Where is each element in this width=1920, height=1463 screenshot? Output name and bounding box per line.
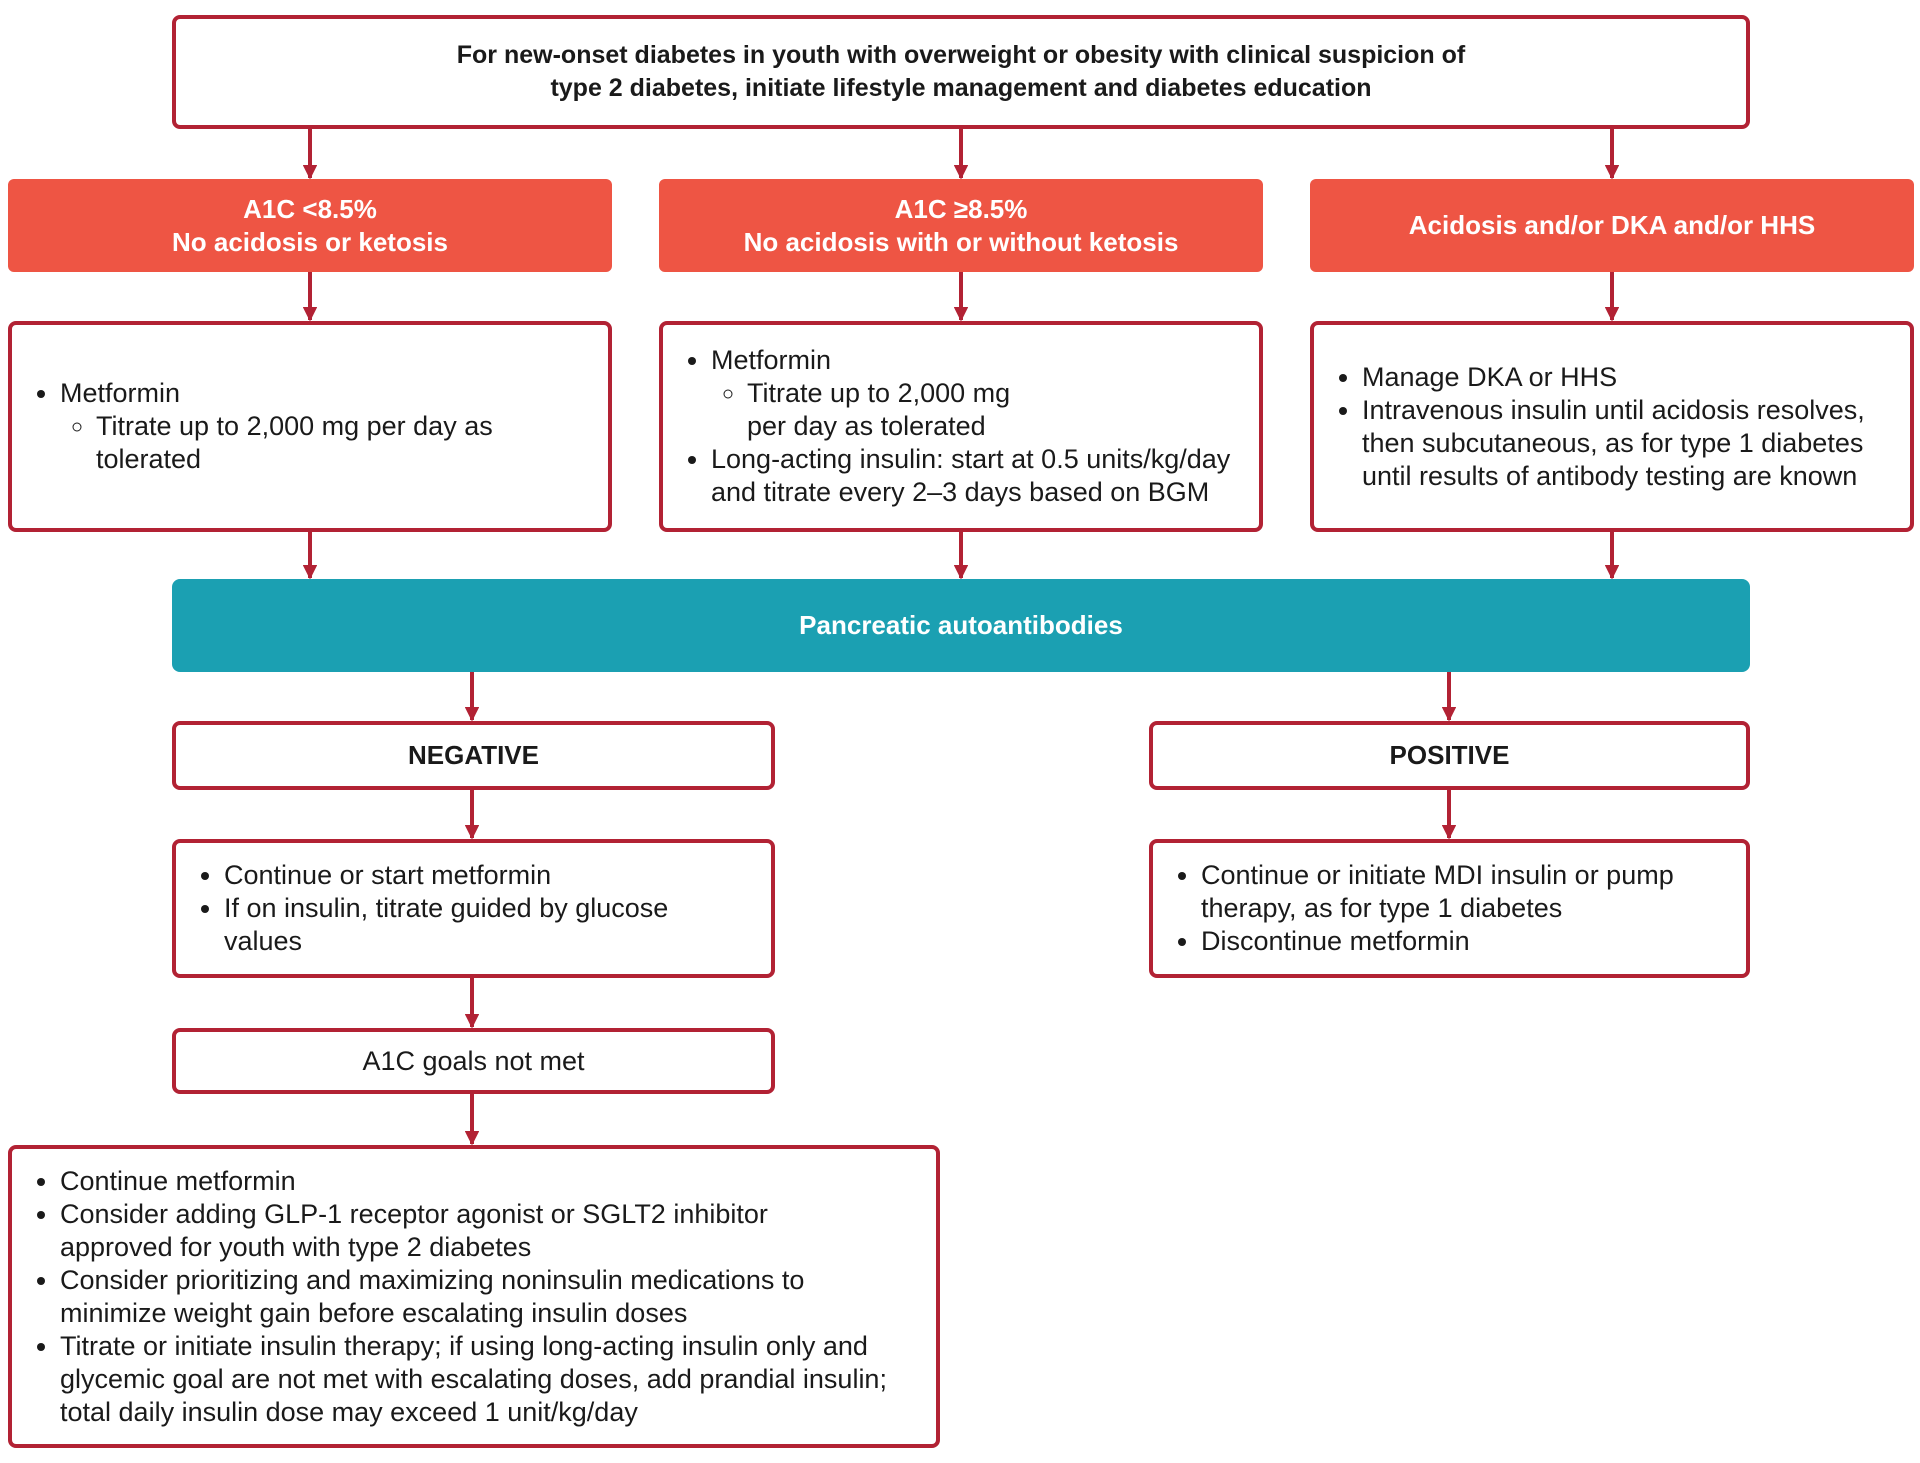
list-item: Long-acting insulin: start at 0.5 units/… <box>711 443 1245 509</box>
manage-dka-item: Manage DKA or HHS <box>1362 361 1618 392</box>
continue-metformin-item: Continue metformin <box>60 1165 296 1196</box>
negative-label: NEGATIVE <box>408 740 539 770</box>
list-item: Manage DKA or HHS <box>1362 361 1904 394</box>
left-branch-title2: No acidosis or ketosis <box>172 226 448 257</box>
list-item: Metformin Titrate up to 2,000 mg per day… <box>60 377 568 476</box>
iv-insulin-item: Intravenous insulin until acidosis resol… <box>1362 394 1865 491</box>
continue-metformin-item: Continue or start metformin <box>224 860 552 890</box>
prioritize-item: Consider prioritizing and maximizing non… <box>60 1264 805 1328</box>
positive-list: Continue or initiate MDI insulin or pump… <box>1149 839 1750 978</box>
insulin-titrate-item: If on insulin, titrate guided by glucose… <box>224 893 669 956</box>
list-item: Titrate up to 2,000 mg per day as tolera… <box>747 377 1245 443</box>
metformin-item: Metformin <box>60 378 181 408</box>
list-item: Metformin Titrate up to 2,000 mg per day… <box>711 344 1245 443</box>
list-item: Intravenous insulin until acidosis resol… <box>1362 394 1904 493</box>
middle-branch-title1: A1C ≥8.5% <box>894 193 1028 224</box>
titrate-item: Titrate up to 2,000 mg per day as tolera… <box>747 378 1011 441</box>
initial-management-line1: For new-onset diabetes in youth with ove… <box>456 41 1466 69</box>
list-item: Discontinue metformin <box>1201 925 1710 958</box>
list-item: If on insulin, titrate guided by glucose… <box>224 892 731 958</box>
autoantibodies-label: Pancreatic autoantibodies <box>799 610 1123 640</box>
middle-branch-list: Metformin Titrate up to 2,000 mg per day… <box>659 321 1263 532</box>
glp1-item: Consider adding GLP-1 receptor agonist o… <box>60 1198 768 1262</box>
initial-management-box: For new-onset diabetes in youth with ove… <box>172 15 1750 129</box>
middle-branch-header: A1C ≥8.5% No acidosis with or without ke… <box>659 179 1263 272</box>
right-branch-header: Acidosis and/or DKA and/or HHS <box>1310 179 1914 272</box>
escalation-list: Continue metformin Consider adding GLP-1… <box>8 1145 940 1448</box>
right-branch-title: Acidosis and/or DKA and/or HHS <box>1408 210 1816 240</box>
negative-list: Continue or start metformin If on insuli… <box>172 839 775 978</box>
list-item: Continue or start metformin <box>224 859 731 892</box>
middle-branch-title2: No acidosis with or without ketosis <box>743 226 1179 257</box>
positive-box: POSITIVE <box>1149 721 1750 790</box>
left-branch-header: A1C <8.5% No acidosis or ketosis <box>8 179 612 272</box>
list-item: Continue or initiate MDI insulin or pump… <box>1201 859 1710 925</box>
long-acting-insulin-item: Long-acting insulin: start at 0.5 units/… <box>711 444 1231 507</box>
metformin-item: Metformin <box>711 345 832 375</box>
list-item: Titrate or initiate insulin therapy; if … <box>60 1330 920 1429</box>
autoantibodies-bar: Pancreatic autoantibodies <box>172 579 1750 672</box>
positive-label: POSITIVE <box>1389 740 1510 770</box>
a1c-goals-box: A1C goals not met <box>172 1028 775 1094</box>
discontinue-metformin-item: Discontinue metformin <box>1201 926 1470 956</box>
list-item: Consider prioritizing and maximizing non… <box>60 1264 920 1330</box>
list-item: Titrate up to 2,000 mg per day as tolera… <box>96 410 568 476</box>
mdi-insulin-item: Continue or initiate MDI insulin or pump… <box>1201 860 1674 923</box>
titrate-insulin-item: Titrate or initiate insulin therapy; if … <box>60 1330 887 1427</box>
list-item: Continue metformin <box>60 1165 920 1198</box>
initial-management-line2: type 2 diabetes, initiate lifestyle mana… <box>550 74 1372 102</box>
titrate-item: Titrate up to 2,000 mg per day as tolera… <box>96 411 493 474</box>
negative-box: NEGATIVE <box>172 721 775 790</box>
a1c-goals-label: A1C goals not met <box>362 1045 585 1076</box>
left-branch-list: Metformin Titrate up to 2,000 mg per day… <box>8 321 612 532</box>
right-branch-list: Manage DKA or HHS Intravenous insulin un… <box>1310 321 1914 532</box>
left-branch-title1: A1C <8.5% <box>243 193 377 224</box>
list-item: Consider adding GLP-1 receptor agonist o… <box>60 1198 920 1264</box>
